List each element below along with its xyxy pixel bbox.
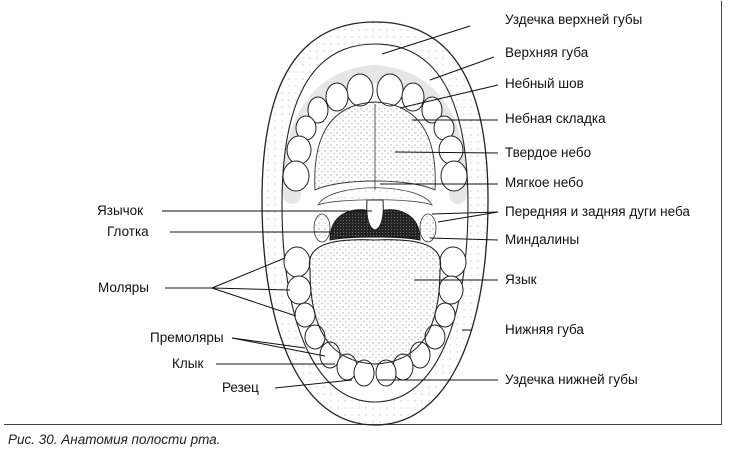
leader-lines-right bbox=[378, 25, 499, 381]
tonsil-right bbox=[419, 213, 437, 243]
label-molars: Моляры bbox=[98, 280, 150, 295]
label-upper-lip: Верхняя губа bbox=[505, 45, 589, 60]
label-hard-palate: Твердое небо bbox=[505, 145, 592, 160]
label-palatine-fold: Небная складка bbox=[505, 111, 606, 126]
figure-caption: Рис. 30. Анатомия полости рта. bbox=[8, 432, 221, 447]
label-upper-lip-frenulum: Уздечка верхней губы bbox=[505, 12, 643, 27]
label-soft-palate: Мягкое небо bbox=[505, 175, 584, 190]
label-lower-lip-frenulum: Уздечка нижней губы bbox=[505, 372, 638, 387]
tongue bbox=[308, 239, 442, 365]
label-canine: Клык bbox=[172, 356, 204, 371]
label-lower-lip: Нижняя губа bbox=[505, 322, 584, 337]
label-tongue: Язык bbox=[505, 272, 537, 287]
label-premolars: Премоляры bbox=[150, 330, 224, 345]
label-palatine-suture: Небный шов bbox=[505, 76, 584, 91]
label-pharynx: Глотка bbox=[107, 224, 149, 239]
label-palatine-arches: Передняя и задняя дуги неба bbox=[505, 204, 690, 219]
tonsil-left bbox=[313, 213, 331, 243]
label-uvula: Язычок bbox=[97, 203, 144, 218]
soft-palate bbox=[317, 187, 433, 206]
uvula bbox=[366, 199, 384, 231]
leader-lines-left bbox=[162, 210, 372, 389]
label-tonsils: Миндалины bbox=[505, 232, 580, 247]
label-incisor: Резец bbox=[222, 380, 259, 395]
